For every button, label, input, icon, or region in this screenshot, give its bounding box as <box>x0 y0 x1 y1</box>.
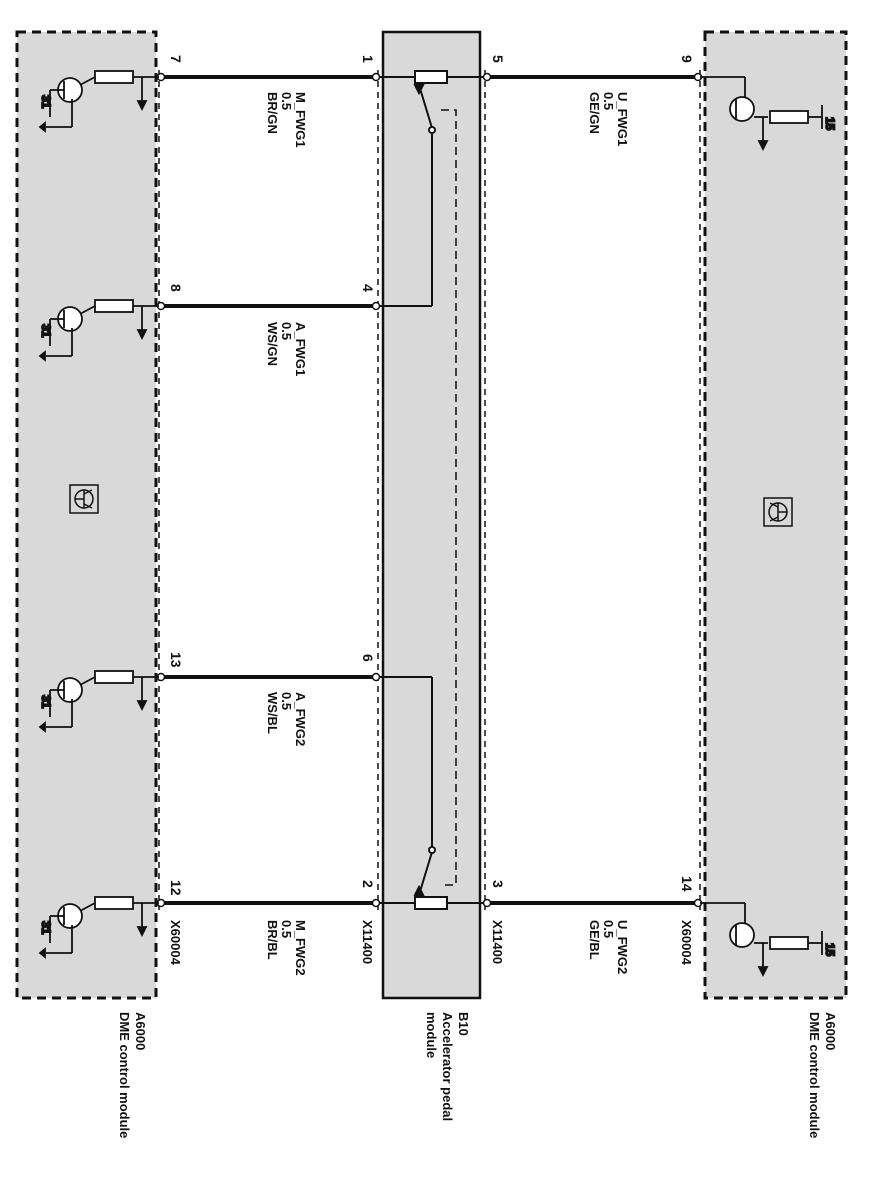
pin-number: 9 <box>679 55 695 63</box>
module-name-label: DME control module <box>117 1012 132 1138</box>
wire-signal-label: U_FWG2 <box>615 920 630 974</box>
wire-gauge-label: 0.5 <box>279 322 294 340</box>
module-id-label: A6000 <box>823 1012 838 1050</box>
wire-signal-label: A_FWG2 <box>293 692 308 746</box>
connector-label: X11400 <box>490 920 505 964</box>
transistor-circuit: 15 <box>700 76 838 152</box>
connector-label: X60004 <box>679 920 694 966</box>
wires <box>159 75 700 905</box>
wire-gauge-label: 0.5 <box>279 92 294 110</box>
transistor-circuit: 31 <box>38 70 159 133</box>
pin-number: 1 <box>360 55 376 63</box>
left-transistor-circuits: 31 31 31 31 <box>38 70 159 959</box>
ground-label: 31 <box>39 95 53 109</box>
left-dme-module-box <box>15 30 158 1000</box>
module-name-label: module <box>424 1012 439 1058</box>
pedal-sensor-2 <box>379 676 484 910</box>
wire-color-label: GE/GN <box>587 92 602 134</box>
supply-label: 15 <box>823 117 837 131</box>
module-name-label: Accelerator pedal <box>440 1012 455 1121</box>
pin-number: 5 <box>490 55 506 63</box>
connector-label: X11400 <box>360 920 375 964</box>
wire-color-label: GE/BL <box>587 920 602 960</box>
esd-icon <box>69 484 99 514</box>
module-name-label: DME control module <box>807 1012 822 1138</box>
pin-number: 14 <box>679 876 695 892</box>
wire-color-label: BR/GN <box>265 92 280 134</box>
wire-gauge-label: 0.5 <box>279 692 294 710</box>
transistor-circuit: 31 <box>38 670 159 733</box>
wire-color-label: WS/GN <box>265 322 280 366</box>
wire-signal-label: A_FWG1 <box>293 322 308 376</box>
wire-color-label: BR/BL <box>265 920 280 960</box>
wire-labels: M_FWG1 0.5 BR/GN A_FWG1 0.5 WS/GN A_FWG2… <box>265 92 630 976</box>
pin-number: 12 <box>168 880 184 896</box>
wire-gauge-label: 0.5 <box>601 920 616 938</box>
connector-labels: X60004 X11400 X11400 X60004 <box>168 920 694 966</box>
connector-label: X60004 <box>168 920 183 966</box>
wire-gauge-label: 0.5 <box>279 920 294 938</box>
module-captions: A6000 DME control module B10 Accelerator… <box>117 1012 838 1138</box>
pin-labels: 7 1 8 4 13 6 12 2 5 9 3 14 <box>168 55 695 896</box>
transistor-circuit: 31 <box>38 896 159 959</box>
ground-label: 31 <box>39 695 53 709</box>
wire-gauge-label: 0.5 <box>601 92 616 110</box>
pin-number: 2 <box>360 880 376 888</box>
transistor-circuit: 31 <box>38 299 159 362</box>
pin-number: 3 <box>490 880 506 888</box>
pin-number: 4 <box>360 284 376 292</box>
pedal-sensor-1 <box>379 70 484 886</box>
wire-color-label: WS/BL <box>265 692 280 734</box>
wire-signal-label: U_FWG1 <box>615 92 630 146</box>
wire-signal-label: M_FWG2 <box>293 920 308 976</box>
transistor-circuit: 15 <box>700 902 838 978</box>
ground-label: 31 <box>39 921 53 935</box>
pin-number: 6 <box>360 654 376 662</box>
supply-label: 15 <box>823 943 837 957</box>
pin-number: 7 <box>168 55 184 63</box>
pin-number: 8 <box>168 284 184 292</box>
module-id-label: A6000 <box>133 1012 148 1050</box>
wire-signal-label: M_FWG1 <box>293 92 308 148</box>
ground-label: 31 <box>39 324 53 338</box>
esd-icon <box>763 497 793 527</box>
pin-number: 13 <box>168 652 184 668</box>
module-id-label: B10 <box>456 1012 471 1036</box>
